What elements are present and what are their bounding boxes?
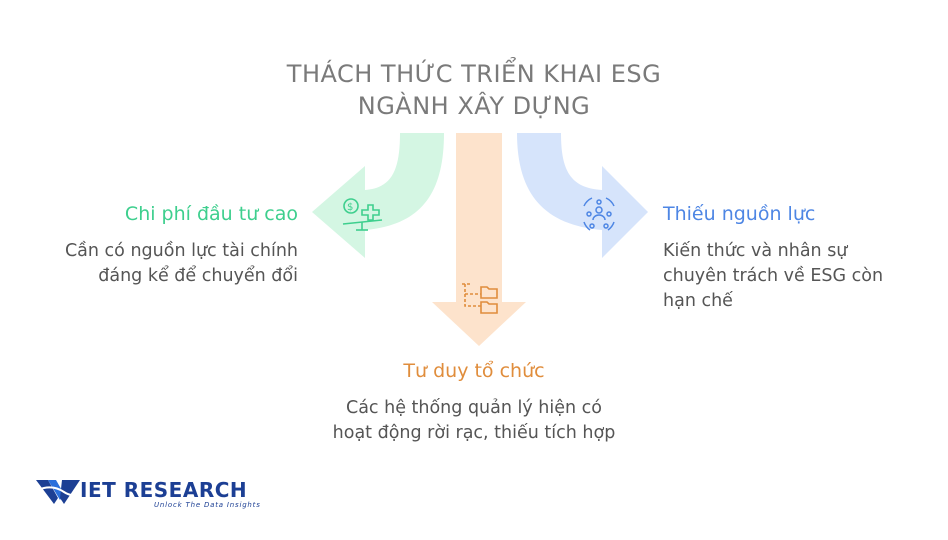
page-title: THÁCH THỨC TRIỂN KHAI ESG NGÀNH XÂY DỰNG	[0, 58, 948, 122]
challenge-resources-heading: Thiếu nguồn lực	[663, 203, 816, 225]
desc-line: hạn chế	[663, 291, 733, 311]
logo-v-mark-icon	[36, 480, 83, 504]
challenge-cost-description: Cần có nguồn lực tài chính đáng kể để ch…	[0, 239, 298, 289]
svg-text:$: $	[347, 202, 353, 213]
desc-line: đáng kể để chuyển đổi	[98, 266, 298, 286]
logo-text: IET RESEARCH	[80, 478, 248, 502]
desc-line: Các hệ thống quản lý hiện có	[345, 398, 603, 418]
title-line-1: THÁCH THỨC TRIỂN KHAI ESG	[286, 60, 662, 88]
right-arrow	[517, 133, 648, 258]
folder-structure-icon	[462, 283, 498, 314]
desc-line: chuyên trách về ESG còn	[663, 266, 884, 286]
title-line-2: NGÀNH XÂY DỰNG	[357, 92, 591, 120]
challenge-cost-heading: Chi phí đầu tư cao	[124, 203, 298, 225]
logo-tagline: Unlock The Data Insights	[154, 501, 261, 509]
money-balance-icon: $	[342, 198, 383, 231]
challenge-resources-description: Kiến thức và nhân sự chuyên trách về ESG…	[663, 239, 933, 314]
viet-research-logo: IET RESEARCH Unlock The Data Insights	[34, 476, 264, 516]
desc-line: Kiến thức và nhân sự	[663, 241, 848, 261]
left-arrow	[312, 133, 444, 258]
team-network-icon	[583, 197, 615, 231]
desc-line: Cần có nguồn lực tài chính	[64, 241, 298, 261]
center-arrow	[432, 133, 526, 346]
desc-line: hoạt động rời rạc, thiếu tích hợp	[332, 423, 616, 443]
challenge-mindset-heading: Tư duy tổ chức	[403, 360, 545, 382]
challenge-mindset-description: Các hệ thống quản lý hiện có hoạt động r…	[0, 396, 948, 446]
